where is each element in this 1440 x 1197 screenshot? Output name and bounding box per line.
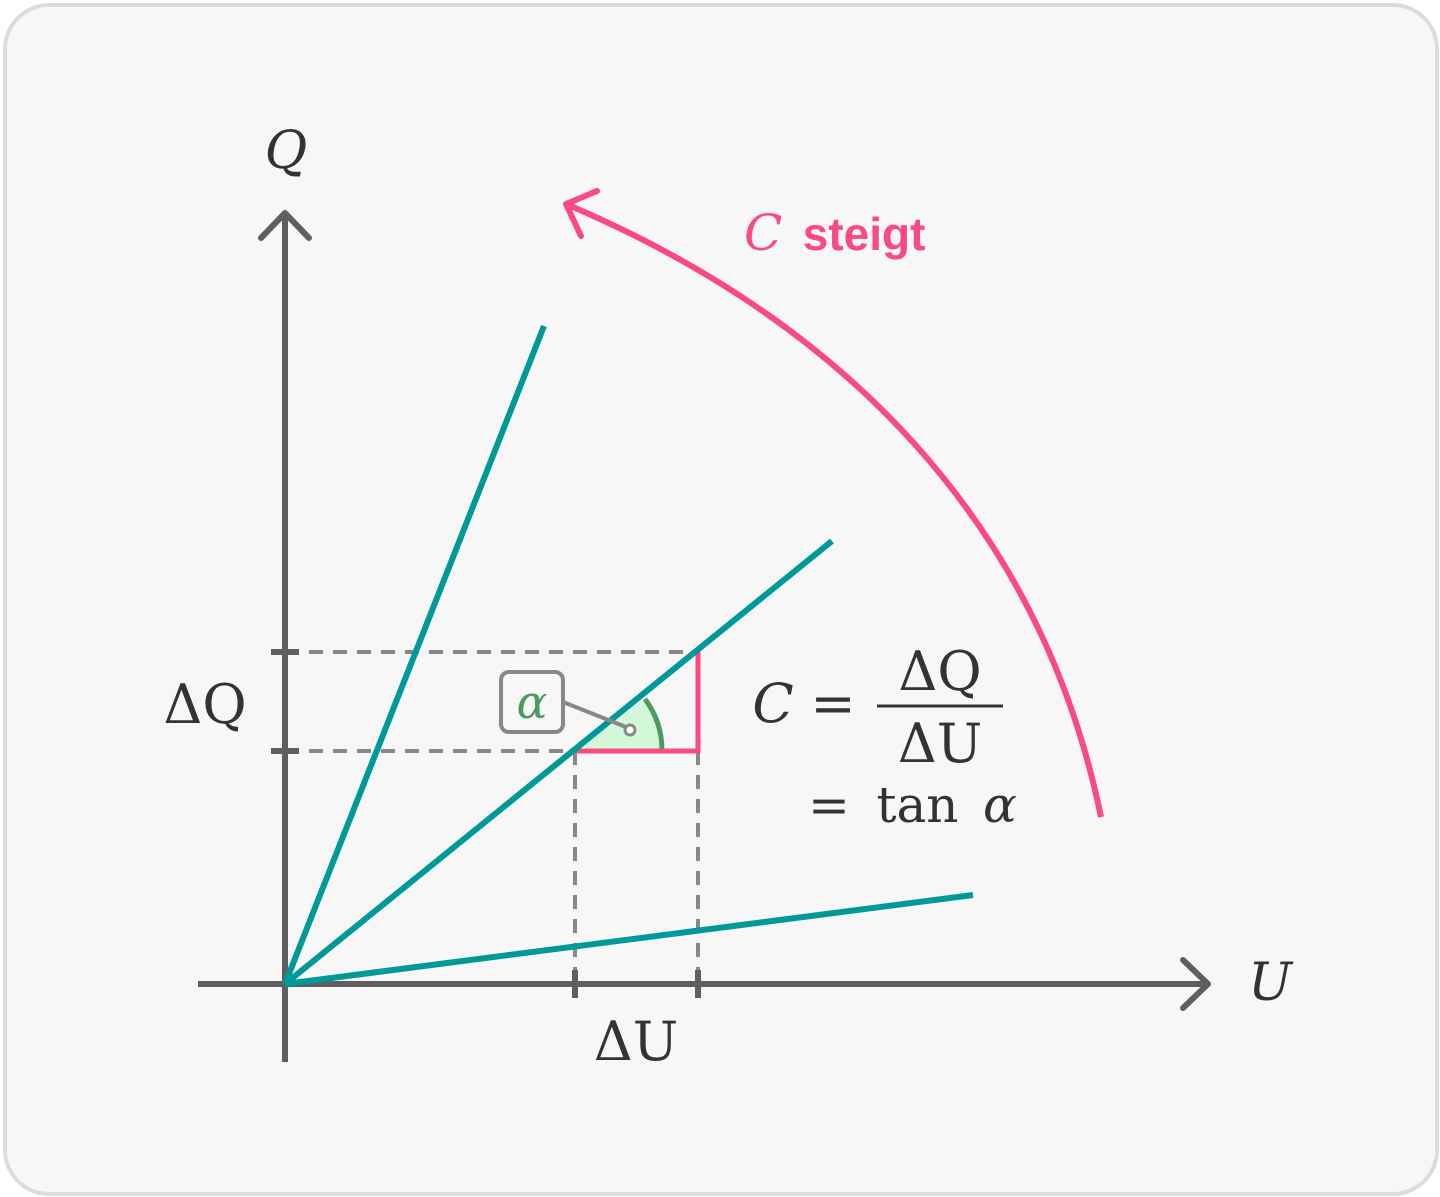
- line-flat: [284, 892, 974, 987]
- formula-alpha: α: [983, 776, 1017, 834]
- delta-u-label: ΔU: [594, 1010, 679, 1073]
- formula: C = ΔQ ΔU = tan α: [752, 640, 1016, 834]
- formula-line2-equals: =: [808, 776, 850, 834]
- x-axis-arrowhead: [1180, 957, 1211, 1011]
- formula-tan: tan: [876, 776, 958, 834]
- c-steigt-symbol: C: [744, 204, 782, 262]
- angle-callout-line: [562, 700, 627, 729]
- angle-arc: [642, 697, 665, 752]
- angle-label-box: [499, 670, 565, 734]
- angle-label: α: [516, 675, 547, 729]
- formula-lhs: C: [752, 672, 793, 735]
- formula-numerator: ΔQ: [898, 640, 981, 703]
- delta-q-label: ΔQ: [163, 673, 246, 736]
- y-axis-arrowhead: [258, 210, 312, 241]
- y-axis-label: Q: [265, 121, 308, 181]
- c-steigt-label: C steigt: [744, 204, 925, 262]
- formula-equals: =: [810, 672, 855, 735]
- slope-triangle: [575, 652, 701, 754]
- diagram-card: [3, 3, 1439, 1196]
- capacitance-lines: [282, 324, 974, 987]
- formula-denominator: ΔU: [898, 712, 983, 775]
- angle-callout-dot: [623, 723, 637, 737]
- c-rising-arc: [564, 201, 1104, 818]
- axes: [198, 210, 1211, 1062]
- line-steep: [282, 324, 547, 986]
- c-rising-arrowhead: [563, 188, 600, 239]
- c-steigt-text: steigt: [803, 208, 926, 260]
- x-axis-label: U: [1248, 953, 1294, 1013]
- line-medium: [283, 538, 834, 987]
- formula-line2: = tan α: [808, 776, 1017, 834]
